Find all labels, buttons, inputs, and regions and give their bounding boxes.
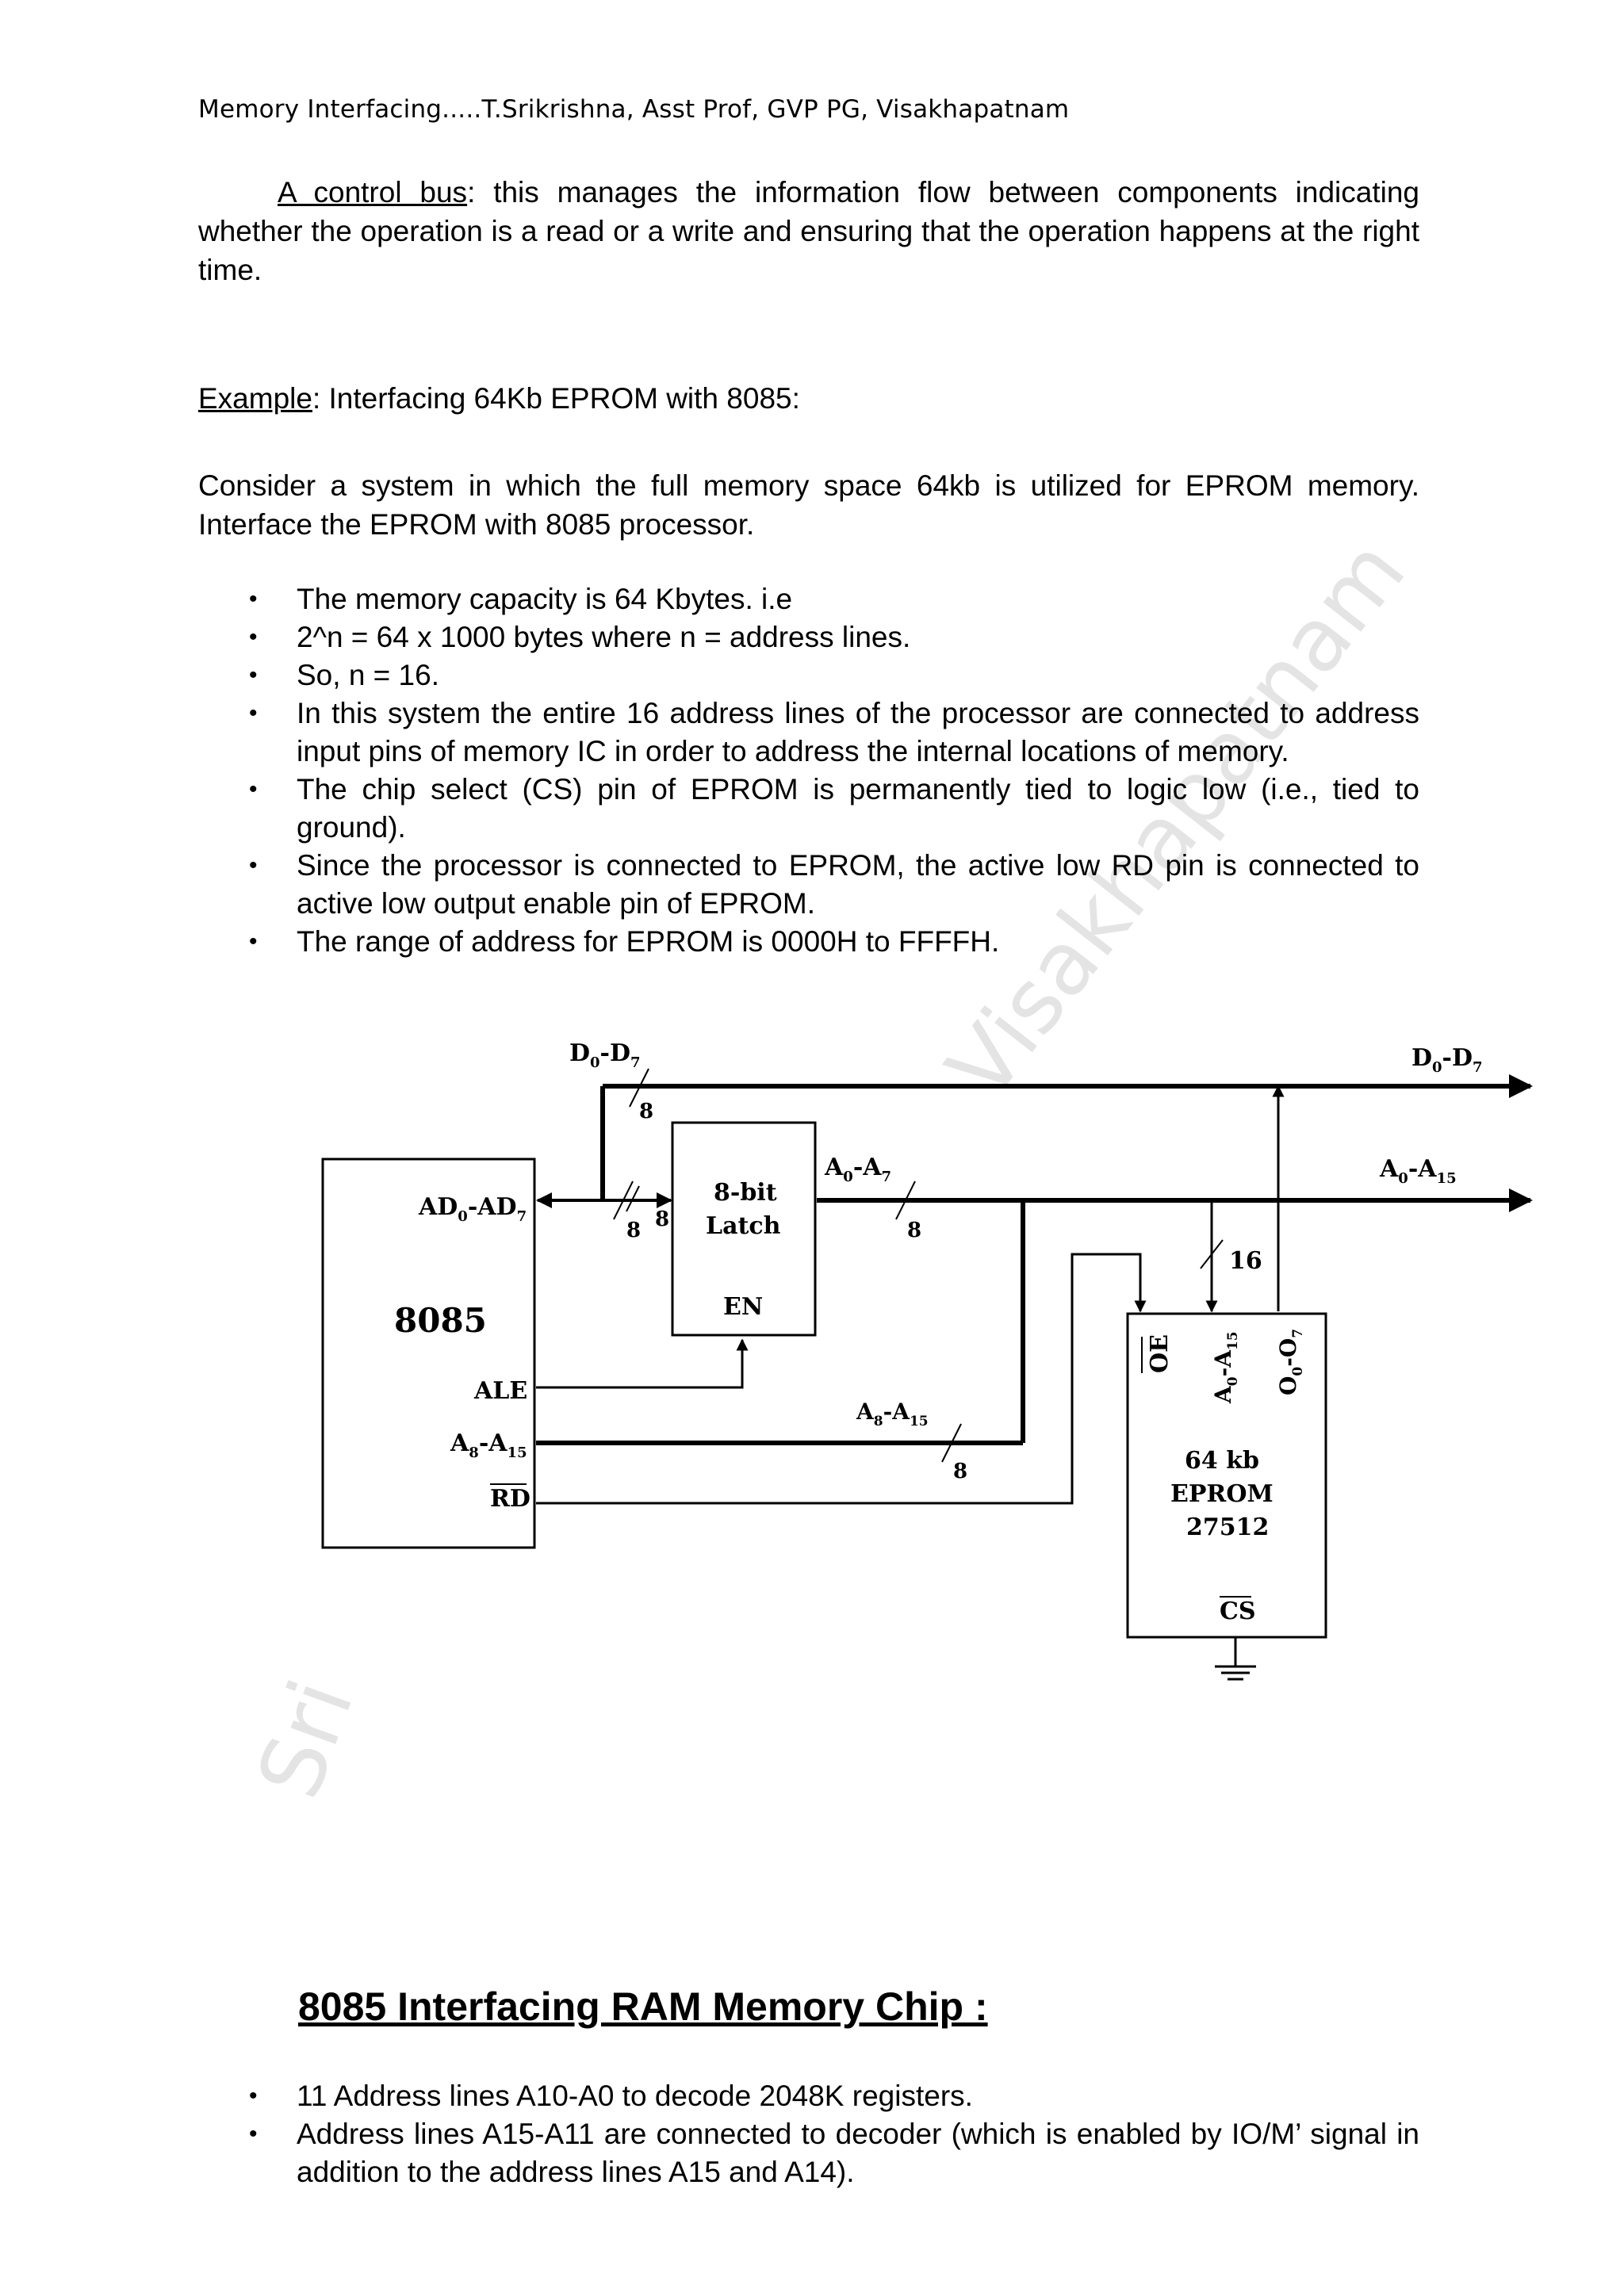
example-label: Example	[198, 382, 312, 415]
eprom-address-pin: A0-A15	[1210, 1331, 1241, 1404]
cpu-block	[321, 1158, 536, 1549]
control-bus-paragraph: A control bus: this manages the informat…	[198, 173, 1419, 289]
list-item: In this system the entire 16 address lin…	[198, 695, 1419, 771]
control-bus-text: : this manages the information flow betw…	[198, 176, 1420, 286]
address-tap-width: 16	[1229, 1247, 1262, 1275]
eprom-block	[1126, 1312, 1327, 1639]
address-tap-slash	[1200, 1239, 1224, 1269]
high-address-width: 8	[953, 1460, 967, 1483]
low-address-label: A0-A7	[824, 1154, 891, 1185]
ram-section-heading: 8085 Interfacing RAM Memory Chip :	[298, 1984, 988, 2029]
latch-block	[671, 1121, 817, 1337]
high-address-slash	[941, 1423, 962, 1463]
latch-line2: Latch	[706, 1212, 781, 1240]
eprom-cs-pin: CS	[1220, 1598, 1256, 1625]
address-bus-label: A0-A15	[1379, 1155, 1457, 1187]
latch-in-width: 8	[655, 1207, 669, 1231]
data-bus-width: 8	[639, 1100, 653, 1123]
latch-line1: 8-bit	[714, 1179, 777, 1207]
data-bus-right-label: D0-D7	[1411, 1044, 1483, 1076]
running-header: Memory Interfacing.....T.Srikrishna, Ass…	[198, 95, 1070, 124]
data-bus-slash	[629, 1068, 649, 1108]
list-item: Address lines A15-A11 are connected to d…	[198, 2115, 1419, 2191]
cpu-ad-pin: AD0-AD7	[418, 1193, 527, 1225]
example-heading: Example: Interfacing 64Kb EPROM with 808…	[198, 379, 1419, 418]
eprom-line2: EPROM	[1170, 1480, 1274, 1508]
low-address-width: 8	[907, 1219, 921, 1242]
eprom-oe-pin: OE	[1146, 1334, 1174, 1373]
cpu-name: 8085	[394, 1301, 487, 1340]
rd-line	[536, 1253, 1147, 1505]
cpu-rd-pin: RD	[490, 1485, 530, 1513]
eprom-interfacing-diagram: 8085 AD0-AD7 ALE A8-A15 RD 8-bit Latch E…	[321, 1039, 1533, 1681]
data-bus-left-label: D0-D7	[569, 1039, 641, 1071]
ale-line	[536, 1338, 749, 1389]
list-item: The memory capacity is 64 Kbytes. i.e	[198, 580, 1419, 618]
ad-bus-width: 8	[626, 1219, 641, 1242]
cpu-a-high-pin: A8-A15	[450, 1429, 527, 1461]
example-intro: Consider a system in which the full memo…	[198, 469, 1419, 541]
ram-bullet-list: 11 Address lines A10-A0 to decode 2048K …	[198, 2077, 1419, 2191]
list-item: 2^n = 64 x 1000 bytes where n = address …	[198, 618, 1419, 656]
example-title: : Interfacing 64Kb EPROM with 8085:	[312, 382, 800, 415]
eprom-bullet-list: The memory capacity is 64 Kbytes. i.e 2^…	[198, 580, 1419, 961]
eprom-line3: 27512	[1186, 1513, 1269, 1541]
latch-en-pin: EN	[723, 1293, 763, 1321]
cpu-ale-pin: ALE	[473, 1377, 527, 1405]
high-address-label: A8-A15	[856, 1399, 929, 1429]
list-item: Since the processor is connected to EPRO…	[198, 847, 1419, 923]
ad-bus-slash	[613, 1181, 634, 1220]
list-item: 11 Address lines A10-A0 to decode 2048K …	[198, 2077, 1419, 2115]
control-bus-term: A control bus	[278, 176, 468, 209]
list-item: The chip select (CS) pin of EPROM is per…	[198, 771, 1419, 847]
eprom-line1: 64 kb	[1185, 1447, 1259, 1475]
eprom-data-pin: O0-O7	[1275, 1329, 1306, 1395]
list-item: So, n = 16.	[198, 656, 1419, 695]
latch-in-slash	[626, 1185, 640, 1212]
low-address-slash	[895, 1181, 916, 1220]
list-item: The range of address for EPROM is 0000H …	[198, 923, 1419, 961]
